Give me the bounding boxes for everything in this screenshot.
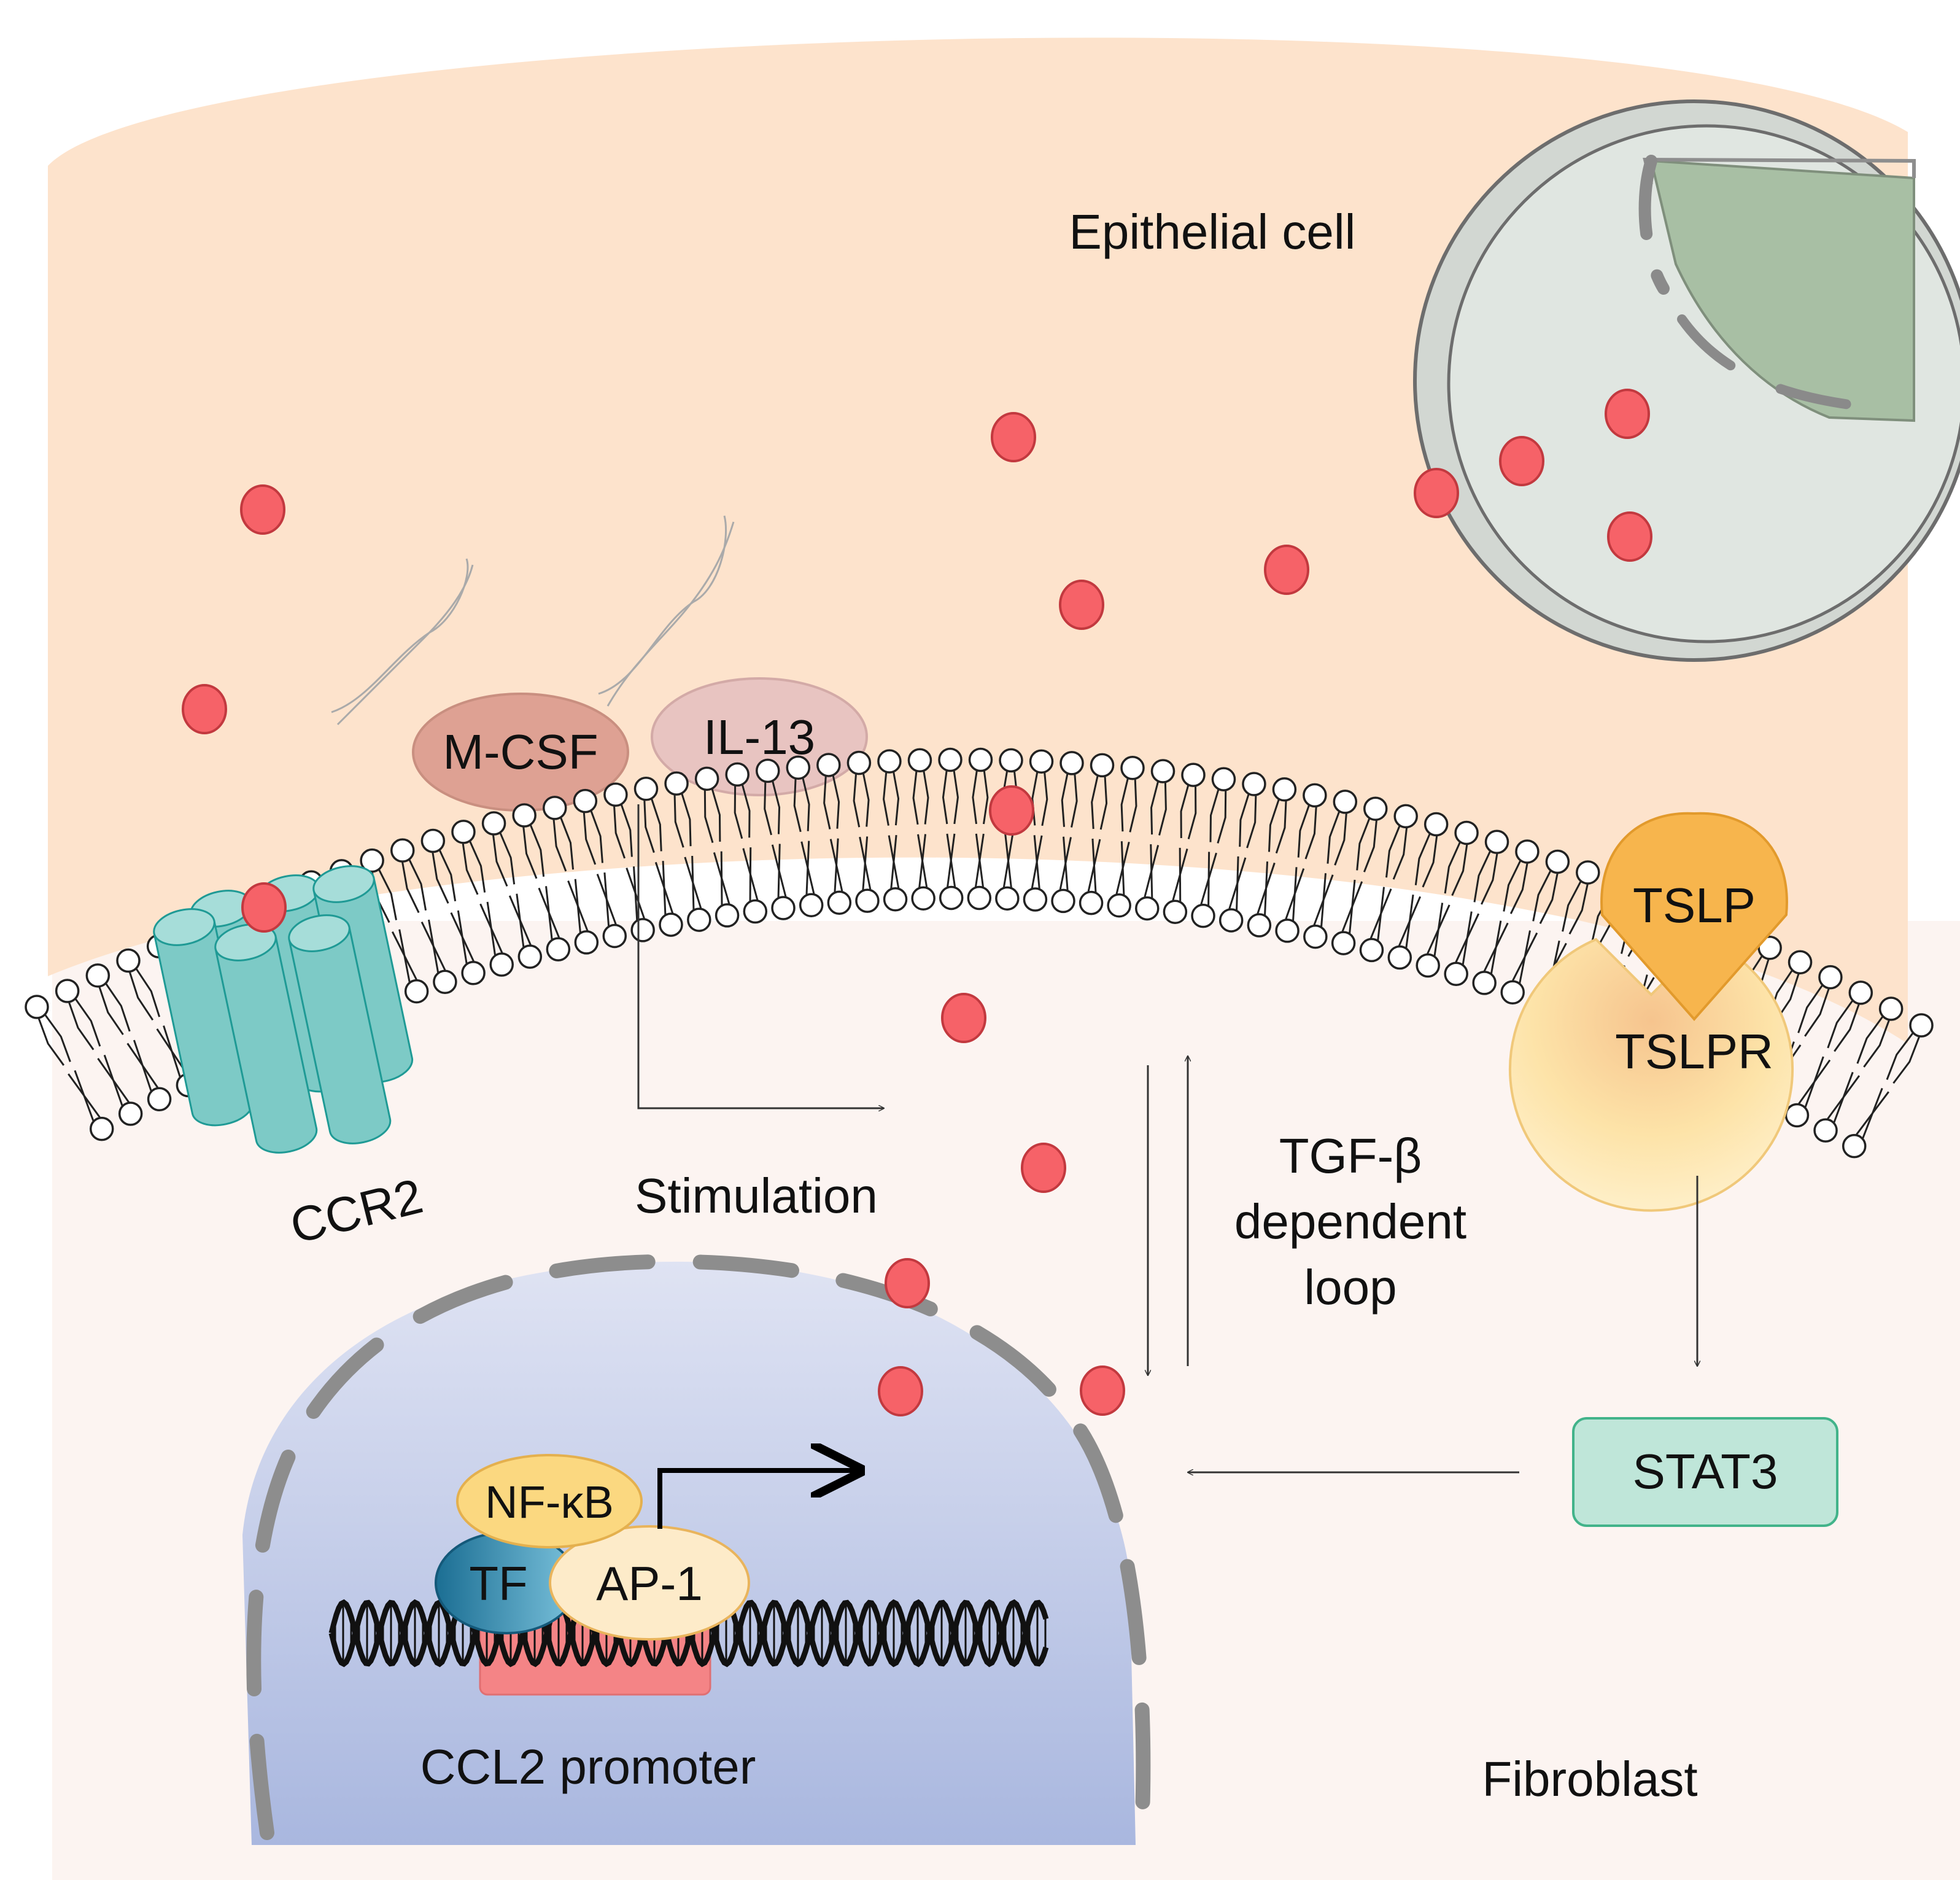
- ccl2-particle: [1264, 545, 1309, 595]
- ccl2-particle: [240, 484, 285, 535]
- ccl2-particle: [1080, 1365, 1125, 1416]
- stimulation-arrow: [637, 804, 884, 1108]
- ccl2-particle: [878, 1366, 923, 1416]
- ap-1-label: AP-1: [596, 1556, 702, 1610]
- stimulation-label: Stimulation: [635, 1168, 878, 1223]
- tslp-ligand: TSLP: [1600, 812, 1788, 1022]
- stat3-label: STAT3: [1632, 1444, 1778, 1499]
- epithelial-cell-label: Epithelial cell: [1069, 204, 1356, 259]
- ccl2-particle: [1607, 511, 1652, 562]
- ap-1-factor: AP-1: [549, 1525, 750, 1641]
- tgf-loop-label-line1: TGF-β: [1279, 1128, 1422, 1183]
- ccl2-particle: [1605, 389, 1650, 439]
- fibroblast-label: Fibroblast: [1482, 1752, 1697, 1806]
- tf-label: TF: [469, 1556, 527, 1610]
- nf-kb-factor: NF-κB: [456, 1454, 643, 1548]
- ccl2-particles: [182, 389, 1652, 1416]
- tgf-loop-label-line3: loop: [1304, 1260, 1396, 1315]
- ccl2-particle: [885, 1258, 930, 1308]
- ccl2-particle: [241, 882, 287, 933]
- ccl2-promoter-label: CCL2 promoter: [420, 1739, 756, 1794]
- nf-kb-label: NF-κB: [485, 1477, 614, 1528]
- ccl2-particle: [1059, 580, 1104, 630]
- tgf-loop-label-line2: dependent: [1234, 1194, 1466, 1249]
- ccl2-particle: [991, 412, 1036, 462]
- dna-squiggle-icon: [331, 515, 735, 726]
- vesicle: [1413, 99, 1960, 662]
- tf-factor: TF: [435, 1531, 578, 1634]
- stat3-box: STAT3: [1572, 1417, 1838, 1527]
- ccl2-particle: [1499, 436, 1544, 486]
- ccl2-particle: [989, 785, 1034, 836]
- m-csf-ligand: M-CSF: [412, 693, 629, 812]
- m-csf-label: M-CSF: [443, 724, 598, 779]
- ccr2-receptor: [153, 865, 414, 1154]
- il-13-ligand: IL-13: [651, 677, 868, 796]
- transcription-arrow: [657, 1470, 859, 1529]
- lipid-bilayer: [25, 747, 1934, 1159]
- tslpr-label: TSLPR: [1615, 1024, 1773, 1079]
- ccl2-particle: [1021, 1143, 1066, 1193]
- tslpr-receptor: TSLPR: [1509, 938, 1794, 1212]
- ccl2-particle: [941, 993, 986, 1043]
- ccl2-particle: [182, 684, 227, 734]
- tslp-label: TSLP: [1633, 878, 1756, 933]
- ccl2-particle: [1414, 468, 1459, 518]
- il-13-label: IL-13: [703, 710, 815, 764]
